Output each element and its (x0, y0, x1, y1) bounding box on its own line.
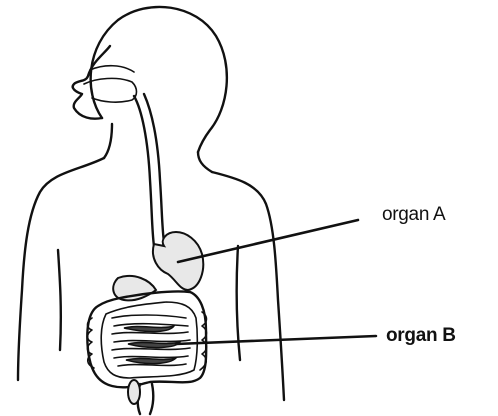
esophagus-wall (144, 94, 164, 242)
arm-left-inner (58, 250, 61, 350)
appendix (128, 380, 140, 404)
neck-outline (104, 124, 112, 158)
small-intestine (112, 315, 190, 366)
neck-outline-right (198, 152, 212, 172)
liver (113, 276, 156, 300)
arm-right-inner (237, 246, 240, 360)
pointer-organ-a (178, 220, 358, 262)
organ-a-label: organ A (382, 204, 445, 226)
nasal-cavity (90, 66, 134, 72)
torso-right (212, 172, 284, 400)
organ-b-label: organ B (386, 325, 456, 347)
rectum-right (150, 384, 153, 414)
